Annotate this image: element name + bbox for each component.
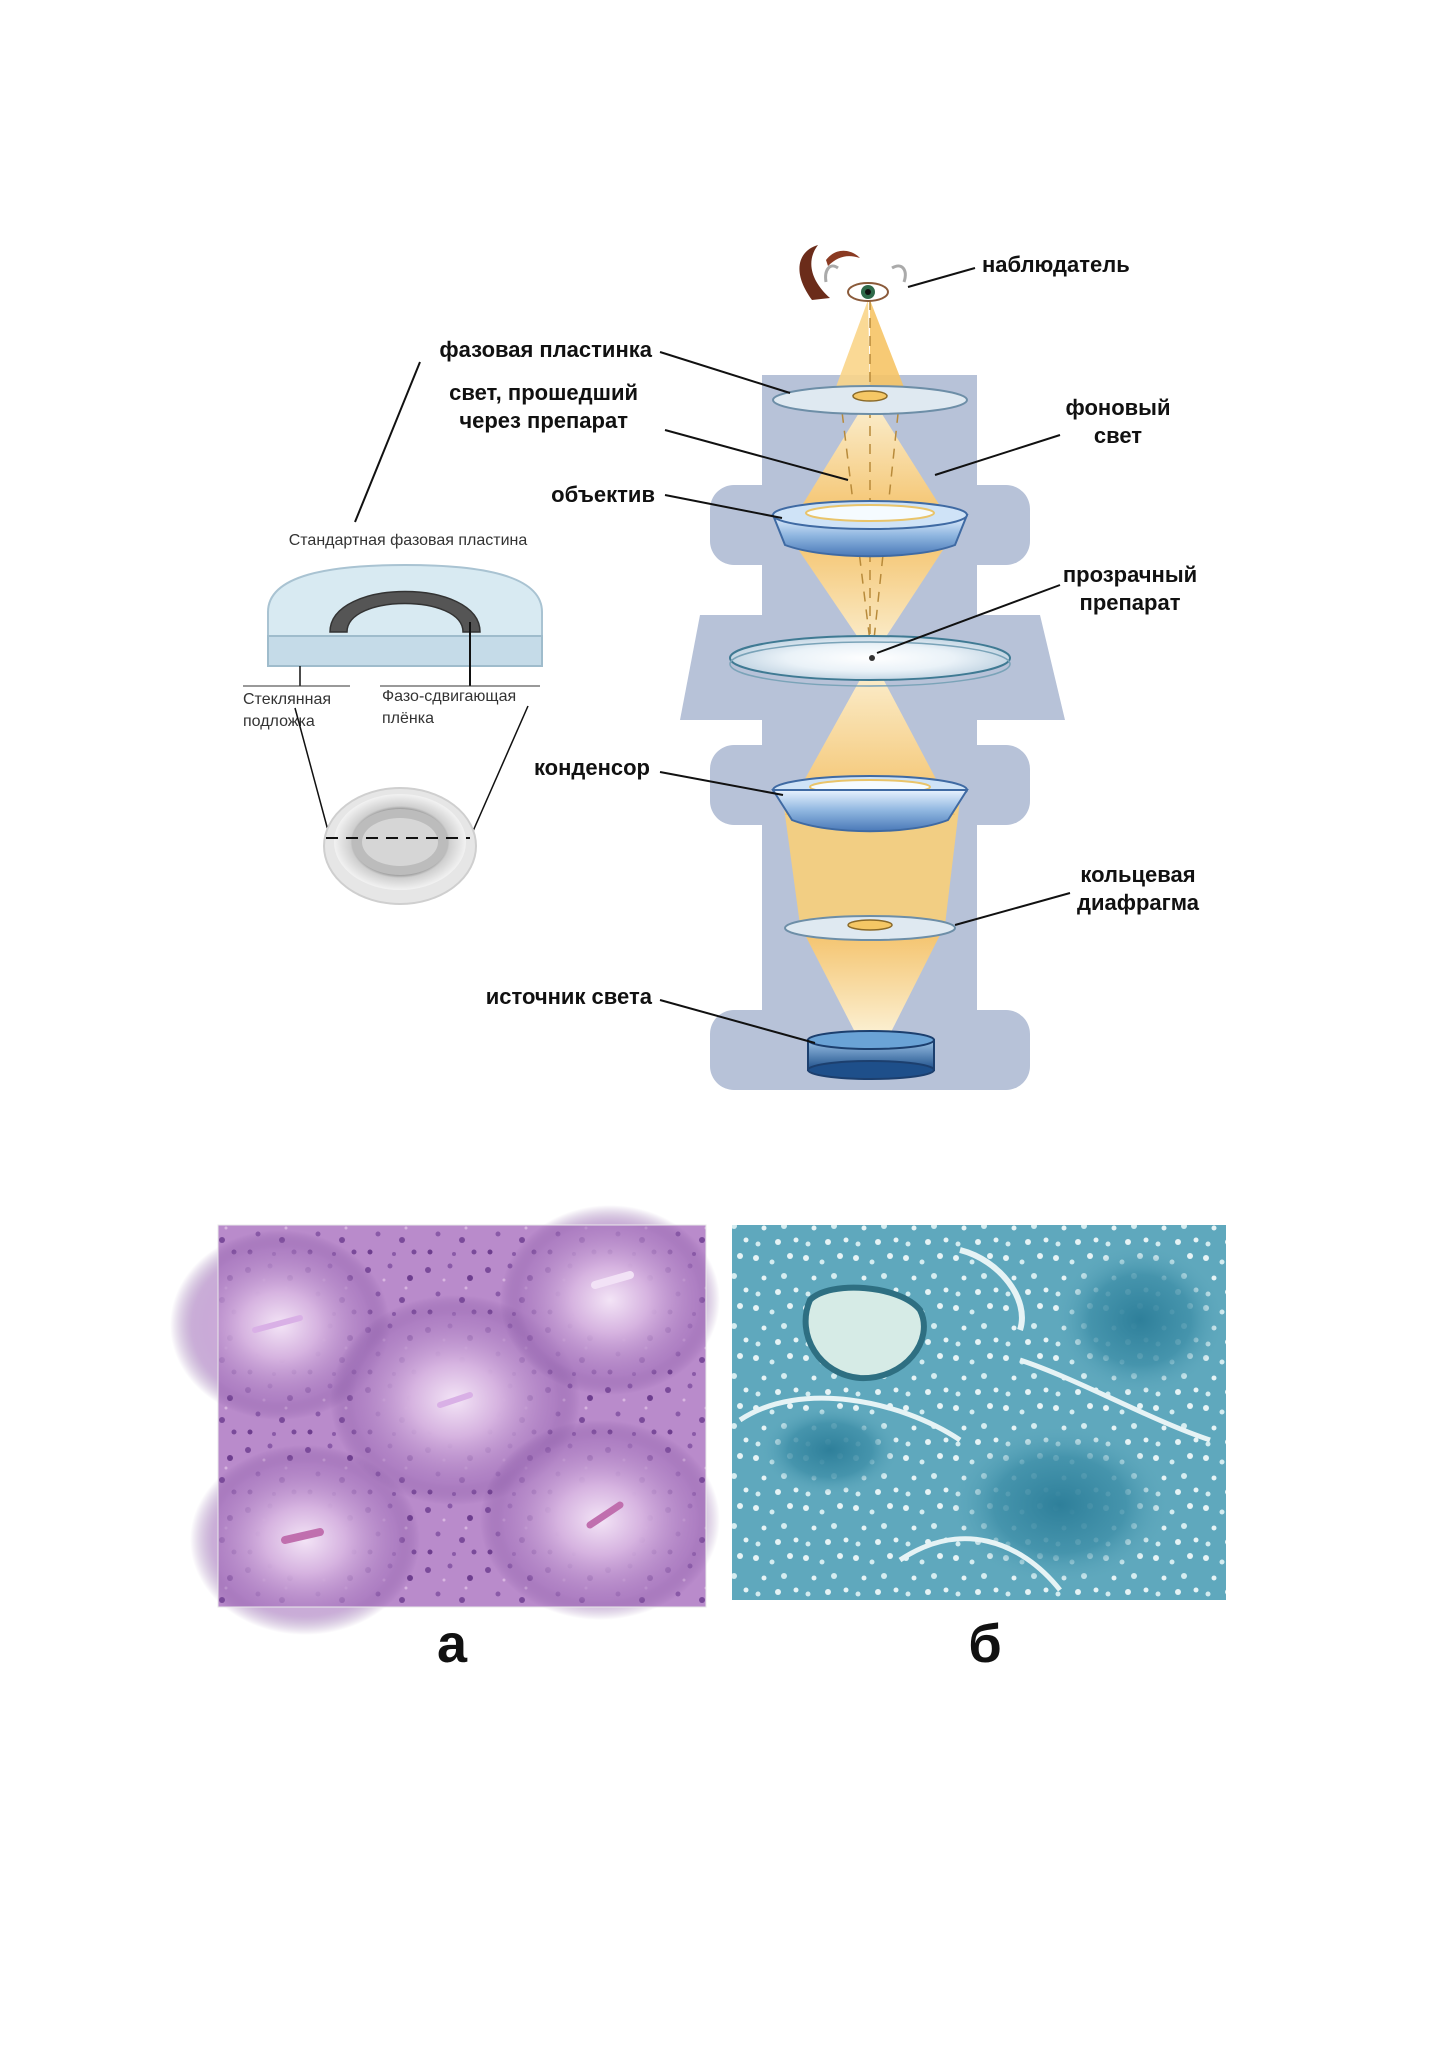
label-background-2: свет xyxy=(1094,423,1142,448)
microscope-labels: наблюдатель фазовая пластинка свет, прош… xyxy=(439,252,1199,1009)
micrograph-a-label: а xyxy=(437,1614,468,1674)
annular-diaphragm xyxy=(784,915,956,941)
microscope-diagram: наблюдатель фазовая пластинка свет, прош… xyxy=(439,245,1200,1090)
label-phase-plate: фазовая пластинка xyxy=(439,337,652,362)
micrograph-b xyxy=(732,1225,1226,1600)
inset-leader-line xyxy=(354,361,421,523)
label-condenser: конденсор xyxy=(534,755,650,780)
phase-plate-top-view xyxy=(294,705,529,905)
label-specimen-2: препарат xyxy=(1080,590,1181,615)
label-annular-1: кольцевая xyxy=(1080,862,1195,887)
eye-icon xyxy=(799,245,907,302)
label-objective: объектив xyxy=(551,482,655,507)
glass-substrate-label-1: Стеклянная xyxy=(243,691,331,708)
label-observer: наблюдатель xyxy=(982,252,1130,277)
phase-plate-inset: Стандартная фазовая пластина Стеклянная … xyxy=(243,361,543,905)
label-annular-2: диафрагма xyxy=(1077,890,1200,915)
condenser-lens xyxy=(771,775,969,833)
light-path xyxy=(783,300,960,1038)
inset-title: Стандартная фазовая пластина xyxy=(289,532,528,549)
label-specimen-1: прозрачный xyxy=(1063,562,1197,587)
phase-plate-cross-section xyxy=(243,563,543,687)
label-light-through-2: через препарат xyxy=(459,408,628,433)
label-light-source: источник света xyxy=(486,984,653,1009)
label-light-through-1: свет, прошедший xyxy=(449,380,638,405)
label-background-1: фоновый xyxy=(1066,395,1171,420)
phase-plate xyxy=(772,385,968,415)
micrograph-b-label: б xyxy=(968,1614,1001,1674)
light-source xyxy=(807,1030,935,1080)
specimen-stage xyxy=(729,635,1011,687)
objective-lens xyxy=(771,500,969,558)
glass-substrate-label-2: подложка xyxy=(243,713,315,730)
micrograph-a xyxy=(170,1205,720,1635)
phase-film-label-2: плёнка xyxy=(382,710,434,727)
phase-film-label-1: Фазо-сдвигающая xyxy=(382,688,516,705)
leader-lines xyxy=(659,267,1071,1044)
